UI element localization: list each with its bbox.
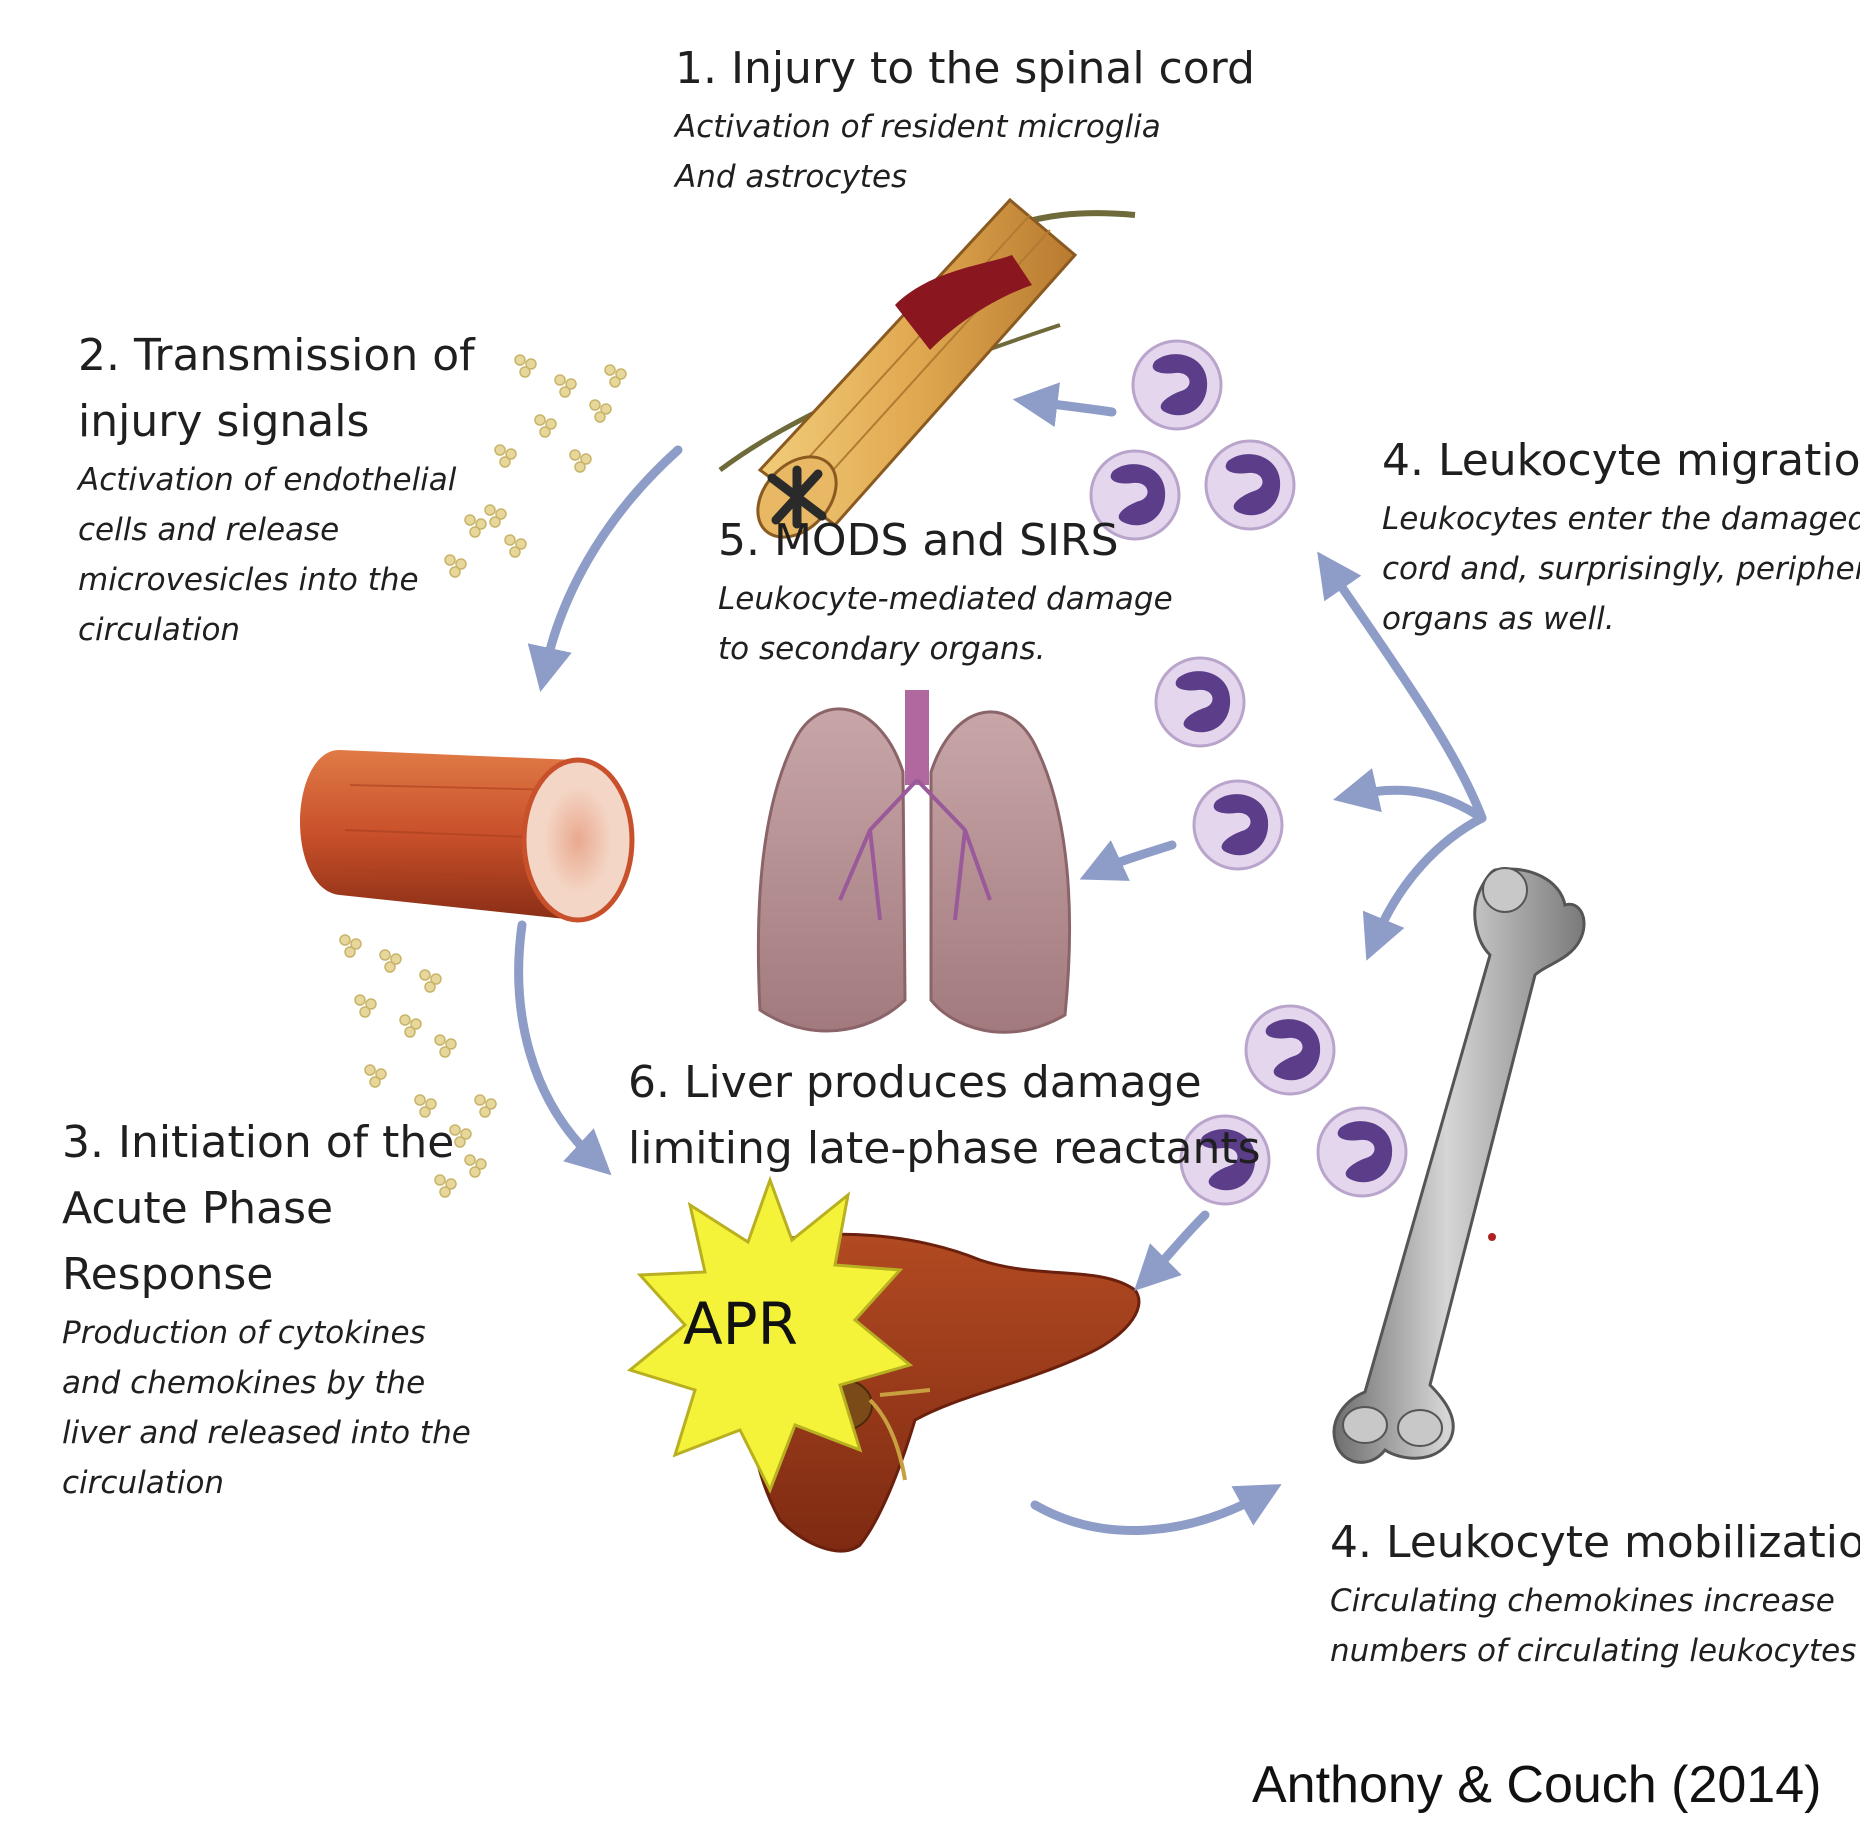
- step-transmission: 2. Transmission of injury signals Activa…: [78, 323, 475, 655]
- flow-arrow: [519, 925, 595, 1160]
- leukocyte-cell: [1206, 441, 1294, 529]
- spinal-cord-illustration: [720, 200, 1135, 552]
- flow-arrow: [1355, 790, 1482, 818]
- flow-arrow: [1375, 818, 1482, 940]
- step-apr-heading: 3. Initiation of the: [62, 1110, 471, 1176]
- step-apr-desc: liver and released into the: [62, 1408, 471, 1458]
- step-mods-heading: 5. MODS and SIRS: [718, 508, 1173, 574]
- step-mods-desc: Leukocyte-mediated damage: [718, 574, 1173, 624]
- step-transmission-desc: cells and release: [78, 505, 475, 555]
- step-mobilization-heading: 4. Leukocyte mobilization: [1330, 1510, 1860, 1576]
- citation: Anthony & Couch (2014): [1252, 1755, 1821, 1815]
- step-transmission-heading: 2. Transmission of: [78, 323, 475, 389]
- step-apr-heading: Acute Phase: [62, 1176, 471, 1242]
- step-liver-heading: 6. Liver produces damage: [628, 1050, 1261, 1116]
- step-mods-desc: to secondary organs.: [718, 624, 1173, 674]
- step-apr-desc: and chemokines by the: [62, 1358, 471, 1408]
- blood-vessel-illustration: [300, 750, 632, 920]
- step-migration-heading: 4. Leukocyte migration: [1382, 428, 1860, 494]
- flow-arrow: [1150, 1215, 1205, 1275]
- flow-arrow: [1035, 402, 1112, 412]
- step-mobilization: 4. Leukocyte mobilization Circulating ch…: [1330, 1510, 1860, 1676]
- flow-arrow: [545, 450, 678, 670]
- step-transmission-desc: circulation: [78, 605, 475, 655]
- leukocyte-cell: [1194, 781, 1282, 869]
- step-mobilization-desc: numbers of circulating leukocytes: [1330, 1626, 1860, 1676]
- step-apr-heading: Response: [62, 1242, 471, 1308]
- flow-arrow: [1100, 845, 1172, 870]
- step-injury-desc: Activation of resident microglia: [675, 102, 1255, 152]
- step-transmission-heading: injury signals: [78, 389, 475, 455]
- leukocyte-cell: [1318, 1108, 1406, 1196]
- apr-badge-label: APR: [683, 1290, 798, 1358]
- step-apr-initiation: 3. Initiation of the Acute Phase Respons…: [62, 1110, 471, 1508]
- step-migration-desc: Leukocytes enter the damaged: [1382, 494, 1860, 544]
- step-injury-heading: 1. Injury to the spinal cord: [675, 36, 1255, 102]
- step-mods: 5. MODS and SIRS Leukocyte-mediated dama…: [718, 508, 1173, 674]
- step-mobilization-desc: Circulating chemokines increase: [1330, 1576, 1860, 1626]
- flow-arrow: [1035, 1495, 1262, 1530]
- step-apr-desc: circulation: [62, 1458, 471, 1508]
- step-migration-desc: organs as well.: [1382, 594, 1860, 644]
- step-apr-desc: Production of cytokines: [62, 1308, 471, 1358]
- leukocyte-cell: [1133, 341, 1221, 429]
- step-migration-desc: cord and, surprisingly, peripheral: [1382, 544, 1860, 594]
- step-transmission-desc: Activation of endothelial: [78, 455, 475, 505]
- step-liver: 6. Liver produces damage limiting late-p…: [628, 1050, 1261, 1182]
- step-injury-desc: And astrocytes: [675, 152, 1255, 202]
- lungs-illustration: [758, 690, 1069, 1032]
- step-transmission-desc: microvesicles into the: [78, 555, 475, 605]
- step-injury: 1. Injury to the spinal cord Activation …: [675, 36, 1255, 202]
- step-migration: 4. Leukocyte migration Leukocytes enter …: [1382, 428, 1860, 644]
- step-liver-heading: limiting late-phase reactants: [628, 1116, 1261, 1182]
